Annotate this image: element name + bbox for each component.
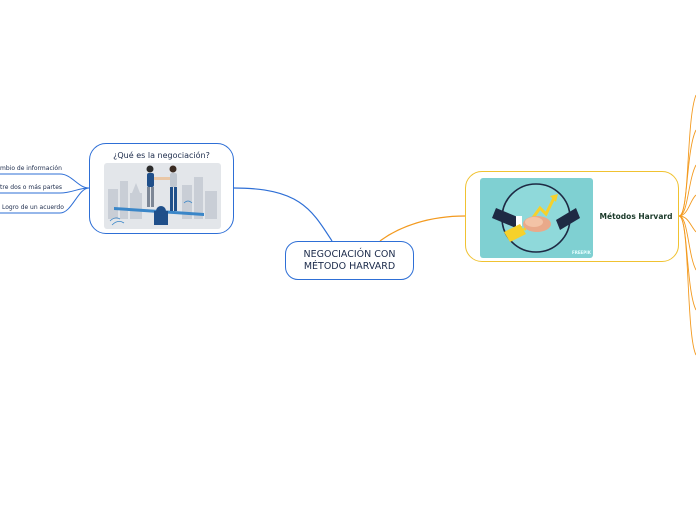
connector-leaf-1 <box>0 173 90 189</box>
central-topic-line1: NEGOCIACIÓN CON <box>303 248 396 260</box>
leaf-intercambio-informacion[interactable]: mbio de información <box>0 165 62 172</box>
negotiation-seesaw-illustration <box>104 163 221 229</box>
central-topic-line2: MÉTODO HARVARD <box>303 260 396 272</box>
topic-metodos-harvard[interactable]: FREEPIK Métodos Harvard <box>465 171 679 262</box>
connector-central-right <box>379 215 466 242</box>
topic-title: Métodos Harvard <box>599 212 673 221</box>
topic-title: ¿Qué es la negociación? <box>113 151 210 160</box>
leaf-logro-acuerdo[interactable]: Logro de un acuerdo <box>2 204 64 211</box>
central-topic[interactable]: NEGOCIACIÓN CON MÉTODO HARVARD <box>285 241 414 280</box>
connector-leaf-3 <box>0 187 90 214</box>
connector-central-left <box>233 187 333 242</box>
freepik-watermark: FREEPIK <box>572 250 592 255</box>
connector-right-children <box>678 94 696 356</box>
topic-que-es-negociacion[interactable]: ¿Qué es la negociación? <box>89 143 234 234</box>
leaf-entre-partes[interactable]: tre dos o más partes <box>0 184 63 191</box>
handshake-illustration: FREEPIK <box>480 178 593 258</box>
connector-leaf-2 <box>0 187 90 194</box>
